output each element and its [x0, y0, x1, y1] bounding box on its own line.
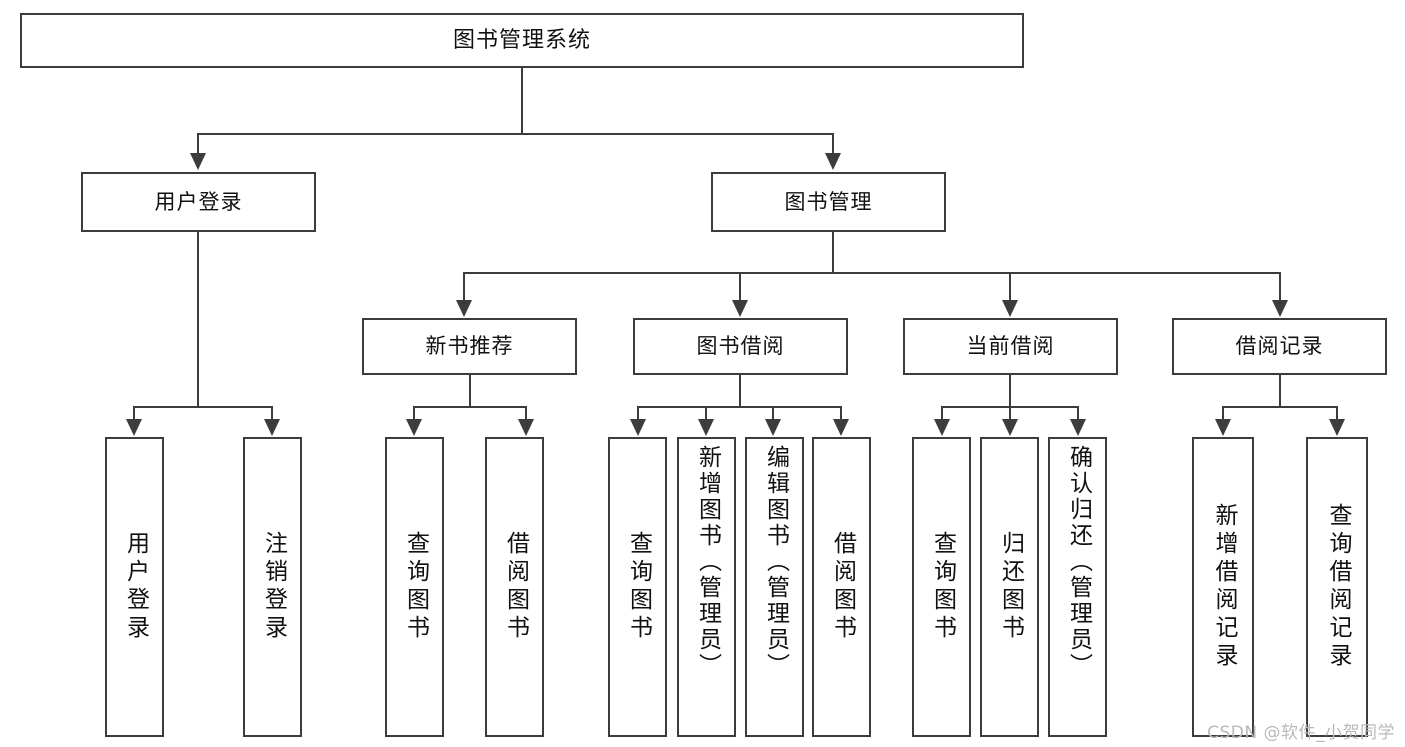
arrow-leaf-cb-1: [934, 419, 950, 436]
node-user-login[interactable]: 用户登录: [81, 172, 316, 232]
connector-nbr-bar: [413, 406, 525, 408]
connector-bm-drop-4: [1279, 272, 1281, 301]
connector-bb-drop-3: [772, 406, 774, 420]
connector-root-bar: [197, 133, 834, 135]
arrow-leaf-br-2: [1329, 419, 1345, 436]
connector-bm-drop-1: [463, 272, 465, 301]
arrow-leaf-nbr-1: [406, 419, 422, 436]
connector-bb-drop-2: [705, 406, 707, 420]
node-label: 用户登录: [122, 531, 149, 643]
connector-bm-drop-3: [1009, 272, 1011, 301]
node-label: 图书管理系统: [452, 27, 591, 53]
arrow-leaf-cb-2: [1002, 419, 1018, 436]
leaf-query-book-current[interactable]: 查询图书: [912, 437, 971, 737]
node-root-system[interactable]: 图书管理系统: [20, 13, 1024, 68]
node-label: 归还图书: [997, 531, 1024, 643]
arrow-to-current-borrow: [1002, 300, 1018, 317]
connector-br-drop-2: [1336, 406, 1338, 420]
leaf-add-borrow-record[interactable]: 新增借阅记录: [1192, 437, 1254, 737]
connector-root-to-book-manage: [832, 133, 834, 155]
connector-book-manage-stem: [832, 232, 834, 273]
arrow-leaf-bb-3: [765, 419, 781, 436]
node-new-book-recommend[interactable]: 新书推荐: [362, 318, 577, 375]
connector-bm-drop-2: [739, 272, 741, 301]
leaf-confirm-return-admin[interactable]: 确认归还（管理员）: [1048, 437, 1107, 737]
leaf-query-borrow-record[interactable]: 查询借阅记录: [1306, 437, 1368, 737]
arrow-leaf-bb-2: [698, 419, 714, 436]
leaf-logout[interactable]: 注销登录: [243, 437, 302, 737]
connector-bb-drop-1: [637, 406, 639, 420]
node-label: 确认归还（管理员）: [1065, 445, 1092, 679]
connector-nbr-drop-1: [413, 406, 415, 420]
node-label: 新增图书（管理员）: [694, 445, 721, 679]
connector-user-login-bar: [133, 406, 271, 408]
connector-user-login-drop-2: [271, 406, 273, 420]
arrow-leaf-cb-3: [1070, 419, 1086, 436]
node-label: 借阅图书: [502, 531, 529, 643]
connector-bb-bar: [637, 406, 842, 408]
connector-bb-stem: [739, 375, 741, 407]
connector-cb-drop-1: [941, 406, 943, 420]
arrow-leaf-br-1: [1215, 419, 1231, 436]
arrow-leaf-bb-1: [630, 419, 646, 436]
connector-root-stem: [521, 68, 523, 134]
connector-cb-drop-2: [1009, 406, 1011, 420]
node-label: 借阅记录: [1235, 334, 1324, 359]
arrow-leaf-bb-4: [833, 419, 849, 436]
connector-br-stem: [1279, 375, 1281, 407]
arrow-leaf-user-login: [126, 419, 142, 436]
arrow-leaf-nbr-2: [518, 419, 534, 436]
arrow-leaf-logout: [264, 419, 280, 436]
node-label: 注销登录: [260, 531, 287, 643]
node-label: 用户登录: [154, 189, 243, 214]
node-label: 查询借阅记录: [1324, 503, 1351, 671]
node-label: 新书推荐: [425, 334, 514, 359]
connector-user-login-stem: [197, 232, 199, 407]
leaf-user-login[interactable]: 用户登录: [105, 437, 164, 737]
node-label: 查询图书: [929, 531, 956, 643]
node-book-borrow[interactable]: 图书借阅: [633, 318, 848, 375]
arrow-to-new-book-recommend: [456, 300, 472, 317]
connector-cb-drop-3: [1077, 406, 1079, 420]
leaf-borrow-book[interactable]: 借阅图书: [812, 437, 871, 737]
connector-br-bar: [1222, 406, 1336, 408]
connector-root-to-user-login: [197, 133, 199, 155]
leaf-query-book-recommend[interactable]: 查询图书: [385, 437, 444, 737]
node-borrow-record[interactable]: 借阅记录: [1172, 318, 1387, 375]
leaf-query-book-borrow[interactable]: 查询图书: [608, 437, 667, 737]
node-label: 查询图书: [625, 531, 652, 643]
leaf-borrow-book-recommend[interactable]: 借阅图书: [485, 437, 544, 737]
node-book-manage[interactable]: 图书管理: [711, 172, 946, 232]
leaf-return-book[interactable]: 归还图书: [980, 437, 1039, 737]
connector-bb-drop-4: [840, 406, 842, 420]
node-label: 新增借阅记录: [1210, 503, 1237, 671]
connector-book-manage-bar: [463, 272, 1280, 274]
connector-user-login-drop-1: [133, 406, 135, 420]
arrow-to-book-borrow: [732, 300, 748, 317]
arrow-to-borrow-record: [1272, 300, 1288, 317]
connector-cb-stem: [1009, 375, 1011, 407]
node-label: 图书管理: [784, 189, 873, 214]
node-current-borrow[interactable]: 当前借阅: [903, 318, 1118, 375]
connector-nbr-drop-2: [525, 406, 527, 420]
arrow-root-to-book-manage: [825, 153, 841, 170]
leaf-edit-book-admin[interactable]: 编辑图书（管理员）: [745, 437, 804, 737]
node-label: 当前借阅: [966, 334, 1055, 359]
node-label: 编辑图书（管理员）: [762, 445, 789, 679]
node-label: 图书借阅: [696, 334, 785, 359]
connector-nbr-stem: [469, 375, 471, 407]
arrow-root-to-user-login: [190, 153, 206, 170]
leaf-add-book-admin[interactable]: 新增图书（管理员）: [677, 437, 736, 737]
node-label: 借阅图书: [829, 531, 856, 643]
connector-br-drop-1: [1222, 406, 1224, 420]
node-label: 查询图书: [402, 531, 429, 643]
